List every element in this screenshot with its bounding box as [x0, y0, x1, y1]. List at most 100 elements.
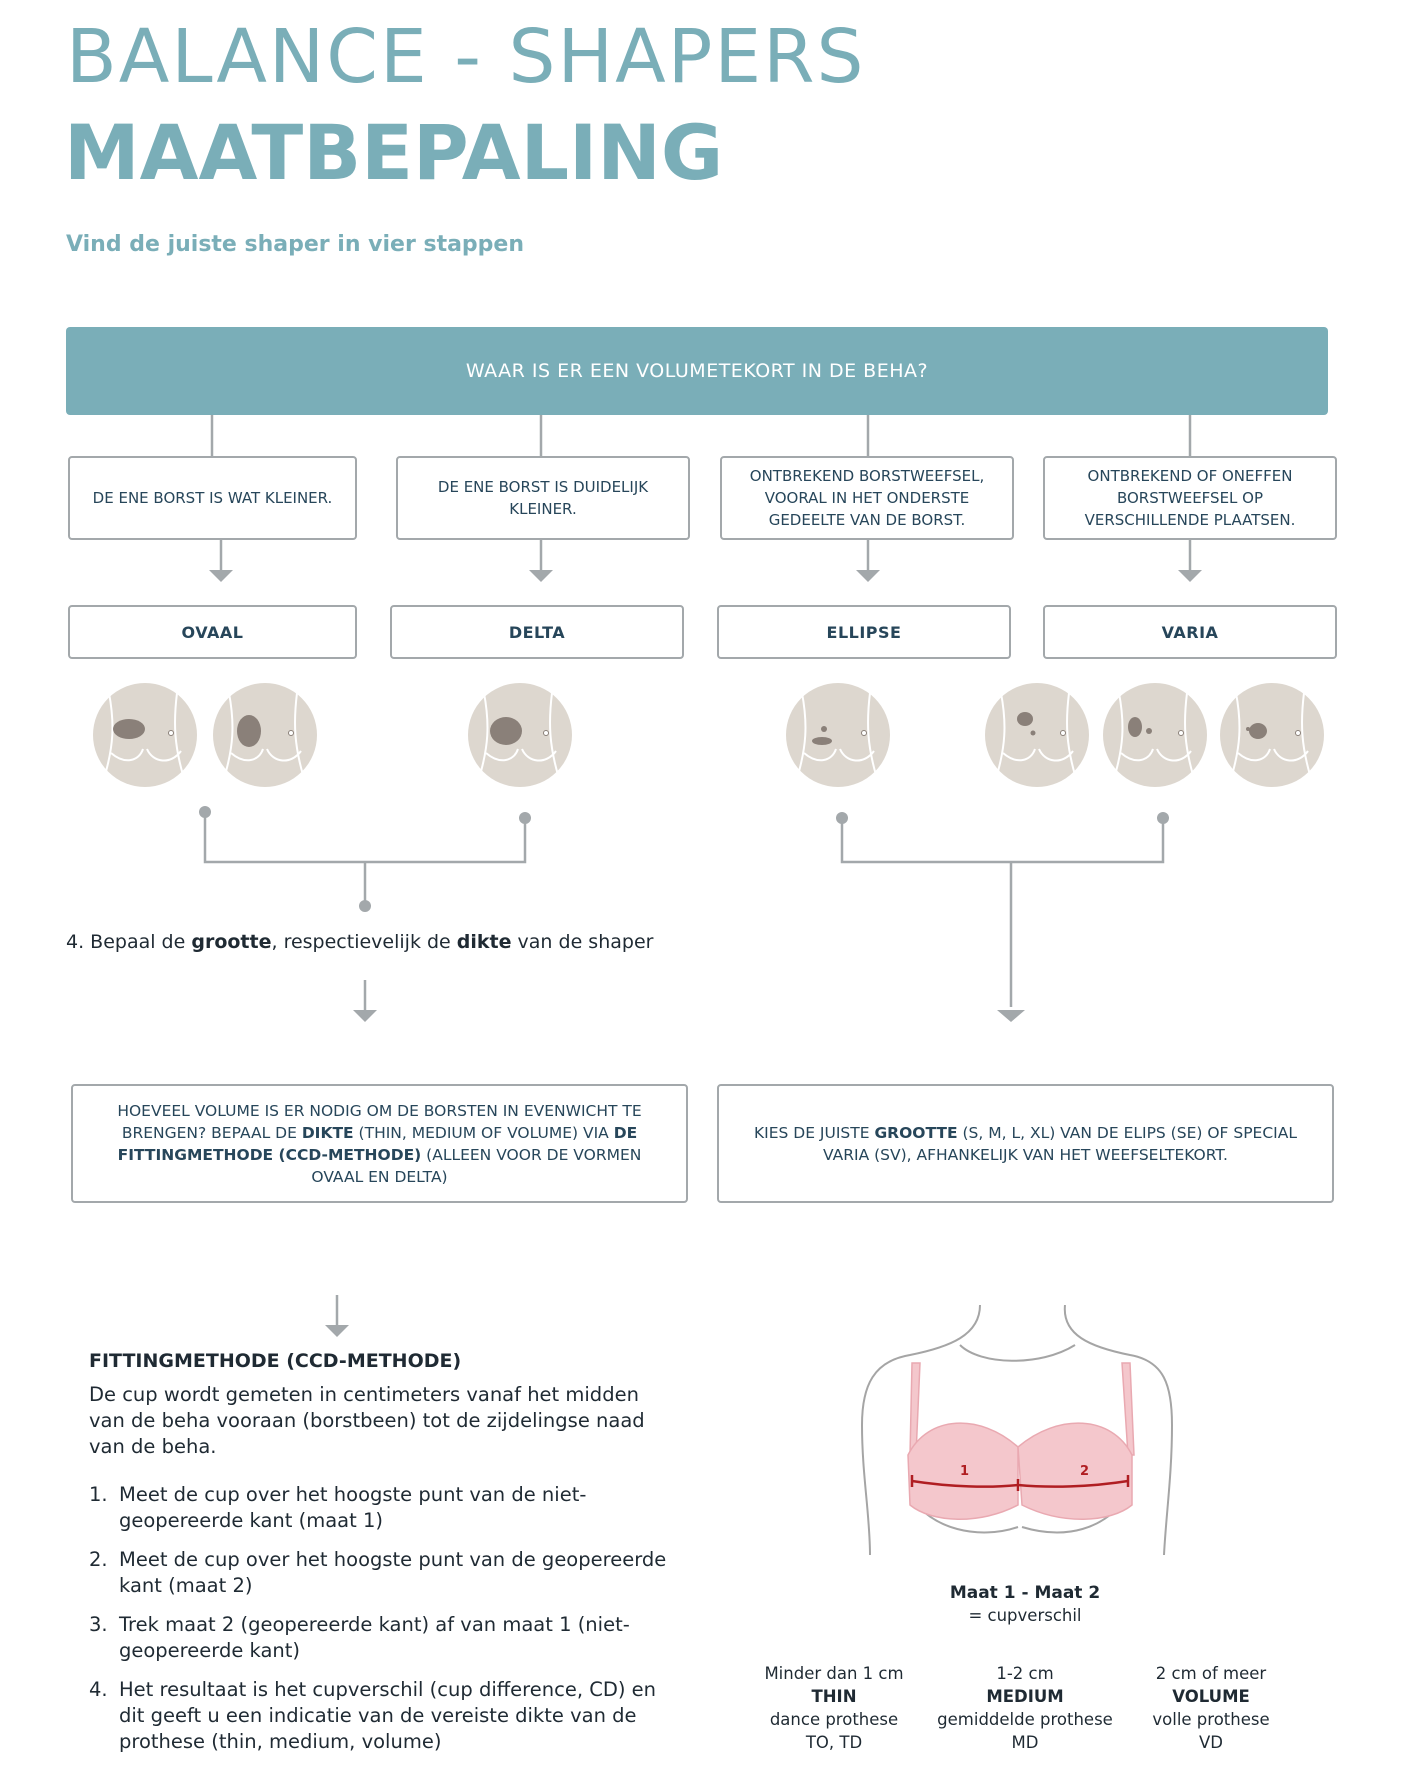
right-box-text: (S, M, L, XL) VAN DE ELIPS (SE) OF SPECI…: [823, 1123, 1297, 1164]
arrow-head: [529, 570, 553, 582]
step4-middle: , respectievelijk de: [271, 931, 457, 953]
result-type: MEDIUM: [986, 1687, 1064, 1706]
measure-label-2: 2: [1080, 1464, 1089, 1479]
right-box-bold-grootte: GROOTTE: [874, 1123, 958, 1142]
result-type: THIN: [811, 1687, 857, 1706]
shape-box-ovaal: OVAAL: [68, 605, 357, 659]
collarbone: [959, 1344, 1076, 1362]
arrow-head: [325, 1325, 349, 1337]
answer-text: ONTBREKEND OF ONEFFEN BORSTWEEFSEL OP VE…: [1084, 467, 1296, 529]
connector-dot: [1157, 812, 1169, 824]
step-text: Meet de cup over het hoogste punt van de…: [119, 1483, 587, 1532]
connector-dot: [519, 812, 531, 824]
arrow-head: [1178, 570, 1202, 582]
left-box-bold-method: DE FITTINGMETHODE (CCD-METHODE): [117, 1123, 638, 1164]
step-text: Het resultaat is het cupverschil (cup di…: [119, 1678, 657, 1753]
shape-box-delta: DELTA: [390, 605, 684, 659]
result-medium: 1-2 cm MEDIUM gemiddelde prothese MD: [920, 1662, 1130, 1754]
step-number: 1.: [89, 1483, 108, 1506]
left-box-bold-dikte: DIKTE: [301, 1123, 354, 1142]
breast-icon-ovaal-2: [212, 682, 318, 788]
step-number: 2.: [89, 1548, 108, 1571]
bra-strap-right: [1121, 1362, 1135, 1456]
breast-icon-varia-3: [1219, 682, 1325, 788]
breast-icon-varia-1: [984, 682, 1090, 788]
fitting-step: 1. Meet de cup over het hoogste punt van …: [89, 1482, 669, 1534]
fitting-title: FITTINGMETHODE (CCD-METHODE): [89, 1350, 462, 1372]
shape-box-varia: VARIA: [1043, 605, 1337, 659]
left-box-text: (THIN, MEDIUM OF VOLUME) VIA: [353, 1123, 614, 1142]
arrow-head: [997, 1010, 1025, 1022]
question-text: WAAR IS ER EEN VOLUMETEKORT IN DE BEHA?: [465, 360, 929, 382]
breast-icon-ellipse: [785, 682, 891, 788]
answer-box-2: DE ENE BORST IS DUIDELIJK KLEINER.: [396, 456, 690, 540]
shape-box-ellipse: ELLIPSE: [717, 605, 1011, 659]
shape-label: VARIA: [1161, 622, 1219, 642]
fitting-step: 3. Trek maat 2 (geopereerde kant) af van …: [89, 1612, 669, 1664]
connector-dot: [836, 812, 848, 824]
left-box-text: HOEVEEL VOLUME IS ER NODIG OM DE BORSTEN…: [117, 1101, 642, 1142]
result-type: VOLUME: [1172, 1687, 1250, 1706]
bra-measurement-illustration: 1 2: [860, 1305, 1174, 1556]
fitting-step: 4. Het resultaat is het cupverschil (cup …: [89, 1677, 669, 1755]
step-number: 4.: [89, 1678, 108, 1701]
result-volume: 2 cm of meer VOLUME volle prothese VD: [1106, 1662, 1316, 1754]
torso-outline-right: [1063, 1305, 1174, 1556]
step4-bold-grootte: grootte: [191, 931, 272, 953]
step-text: Trek maat 2 (geopereerde kant) af van ma…: [119, 1613, 630, 1662]
breast-icon-varia-2: [1102, 682, 1208, 788]
answer-box-1: DE ENE BORST IS WAT KLEINER.: [68, 456, 357, 540]
result-description: gemiddelde prothese: [937, 1710, 1113, 1729]
answer-text: DE ENE BORST IS WAT KLEINER.: [92, 489, 333, 507]
thickness-info-box: HOEVEEL VOLUME IS ER NODIG OM DE BORSTEN…: [71, 1084, 688, 1203]
formula-title: Maat 1 - Maat 2: [949, 1583, 1101, 1603]
result-range: 2 cm of meer: [1155, 1664, 1267, 1683]
connector-dot: [199, 806, 211, 818]
step-4-instruction: 4. Bepaal de grootte, respectievelijk de…: [66, 931, 653, 953]
right-box-text: KIES DE JUISTE: [753, 1123, 875, 1142]
left-box-text: (ALLEEN VOOR DE VORMEN OVAAL EN DELTA): [311, 1145, 642, 1186]
fitting-steps: 1. Meet de cup over het hoogste punt van …: [89, 1482, 669, 1768]
torso-outline-left: [860, 1305, 981, 1556]
step4-bold-dikte: dikte: [456, 931, 512, 953]
fitting-intro: De cup wordt gemeten in centimeters vana…: [89, 1383, 645, 1458]
answer-text: DE ENE BORST IS DUIDELIJK KLEINER.: [437, 478, 649, 518]
fitting-step: 2. Meet de cup over het hoogste punt van …: [89, 1547, 669, 1599]
arrow-head: [209, 570, 233, 582]
result-description: dance prothese: [769, 1710, 899, 1729]
breast-icon-delta: [467, 682, 573, 788]
answer-box-4: ONTBREKEND OF ONEFFEN BORSTWEEFSEL OP VE…: [1043, 456, 1337, 540]
arrow-head: [353, 1010, 377, 1022]
measure-line-1: [911, 1479, 1019, 1488]
shape-label: DELTA: [508, 622, 566, 642]
connector-dot: [359, 900, 371, 912]
result-description: volle prothese: [1152, 1710, 1270, 1729]
answer-text: ONTBREKEND BORSTWEEFSEL, VOORAL IN HET O…: [749, 467, 985, 529]
right-bracket: [840, 818, 1165, 864]
answer-box-3: ONTBREKEND BORSTWEEFSEL, VOORAL IN HET O…: [720, 456, 1014, 540]
page-subtitle: Vind de juiste shaper in vier stappen: [66, 232, 525, 257]
step-text: Meet de cup over het hoogste punt van de…: [119, 1548, 667, 1597]
step4-prefix: 4. Bepaal de: [66, 931, 192, 953]
bra-cup-right: [1017, 1422, 1133, 1520]
question-banner: WAAR IS ER EEN VOLUMETEKORT IN DE BEHA?: [66, 327, 1328, 415]
breast-icon-ovaal-1: [92, 682, 198, 788]
measure-line-2: [1017, 1479, 1129, 1488]
result-range: 1-2 cm: [996, 1664, 1054, 1683]
measure-label-1: 1: [960, 1464, 969, 1479]
result-range: Minder dan 1 cm: [764, 1664, 904, 1683]
shape-label: ELLIPSE: [826, 622, 902, 642]
result-codes: MD: [1011, 1733, 1039, 1752]
page-title: MAATBEPALING: [64, 108, 724, 197]
shape-label: OVAAL: [181, 622, 244, 642]
step-number: 3.: [89, 1613, 108, 1636]
result-codes: TO, TD: [805, 1733, 863, 1752]
arrow-head: [856, 570, 880, 582]
formula-subtitle: = cupverschil: [968, 1606, 1082, 1625]
step4-suffix: van de shaper: [511, 931, 654, 953]
result-codes: VD: [1199, 1733, 1223, 1752]
result-thin: Minder dan 1 cm THIN dance prothese TO, …: [729, 1662, 939, 1754]
brand-title: BALANCE - SHAPERS: [66, 14, 866, 100]
